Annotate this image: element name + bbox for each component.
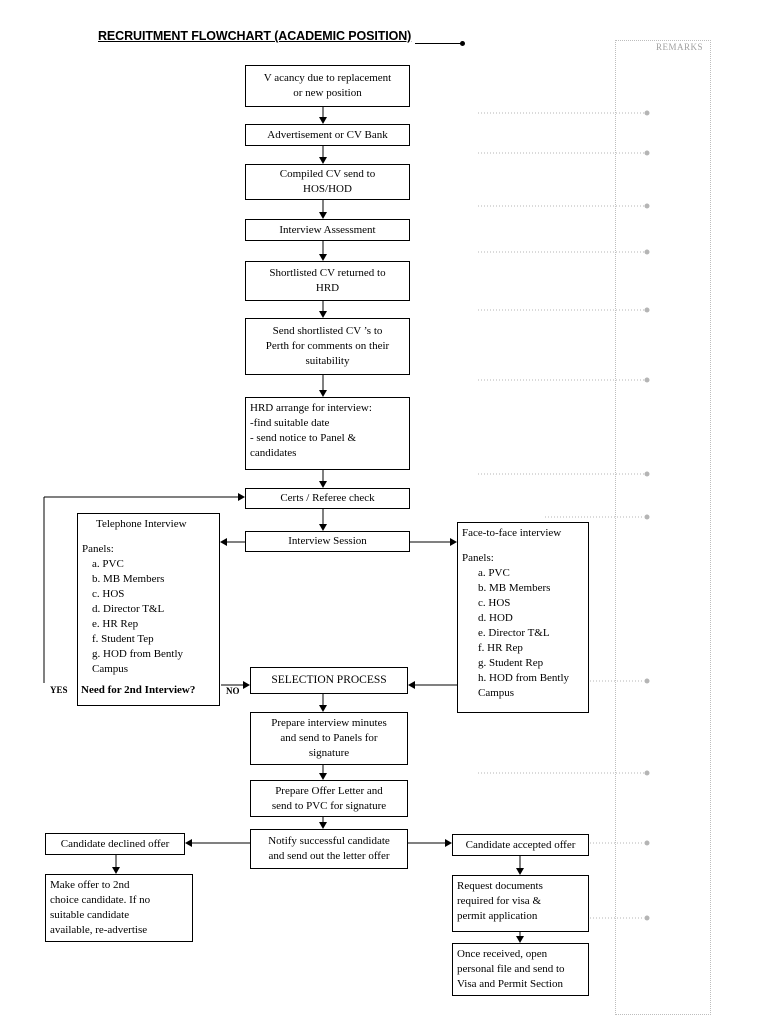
telephone-panel-member: g. HOD from Bently Campus xyxy=(92,648,184,675)
step-interview-assessment: Interview Assessment xyxy=(245,219,410,241)
step-send-shortlisted: Send shortlisted CV ’s to Perth for comm… xyxy=(245,318,410,375)
step-declined: Candidate declined offer xyxy=(45,833,185,855)
telephone-interview-box: Telephone Interview Panels: a. PVC b. MB… xyxy=(77,513,220,706)
face-to-face-interview-box: Face-to-face interview Panels: a. PVC b.… xyxy=(457,522,589,713)
remark-dot xyxy=(644,377,650,383)
step-certs-check: Certs / Referee check xyxy=(245,488,410,509)
telephone-panel-member: a. PVC xyxy=(92,558,124,570)
face-to-face-panel-member: d. HOD xyxy=(478,612,513,624)
face-to-face-panel-member: h. HOD from Bently Campus xyxy=(478,672,570,699)
remark-dot xyxy=(644,678,650,684)
arrow-head xyxy=(238,493,245,501)
arrow-head xyxy=(319,705,327,712)
step-vacancy: V acancy due to replacement or new posit… xyxy=(245,65,410,107)
arrow-head xyxy=(319,481,327,488)
step-request-documents: Request documents required for visa & pe… xyxy=(452,875,589,932)
arrow-head xyxy=(112,867,120,874)
step-advertisement: Advertisement or CV Bank xyxy=(245,124,410,146)
face-to-face-panel-member: e. Director T&L xyxy=(478,627,550,639)
title-dot xyxy=(460,41,465,46)
arrow-head xyxy=(319,311,327,318)
remarks-label: REMARKS xyxy=(656,42,704,52)
telephone-panel-member: c. HOS xyxy=(92,588,125,600)
face-to-face-panels-label: Panels: xyxy=(462,552,494,564)
arrow-head xyxy=(220,538,227,546)
arrow-head xyxy=(319,157,327,164)
remarks-column xyxy=(615,40,711,1015)
page-title: RECRUITMENT FLOWCHART (ACADEMIC POSITION… xyxy=(98,29,412,43)
title-underline-extension xyxy=(415,43,463,44)
remark-dot xyxy=(644,249,650,255)
face-to-face-panel-member: c. HOS xyxy=(478,597,511,609)
step-interview-session: Interview Session xyxy=(245,531,410,552)
step-shortlisted-returned: Shortlisted CV returned to HRD xyxy=(245,261,410,301)
step-declined-next: Make offer to 2nd choice candidate. If n… xyxy=(45,874,193,942)
decision-yes-label: YES xyxy=(50,685,68,695)
step-notify-candidate: Notify successful candidate and send out… xyxy=(250,829,408,869)
telephone-panel-member: e. HR Rep xyxy=(92,618,139,630)
step-accepted: Candidate accepted offer xyxy=(452,834,589,856)
arrow-head xyxy=(319,390,327,397)
arrow-head xyxy=(319,212,327,219)
face-to-face-panel-list: a. PVC b. MB Members c. HOS d. HOD e. Di… xyxy=(462,566,584,701)
face-to-face-panels: Panels: a. PVC b. MB Members c. HOS d. H… xyxy=(462,551,584,701)
step-hrd-arrange: HRD arrange for interview: -find suitabl… xyxy=(245,397,410,470)
step-prepare-minutes: Prepare interview minutes and send to Pa… xyxy=(250,712,408,765)
remark-dot xyxy=(644,840,650,846)
step-prepare-offer: Prepare Offer Letter and send to PVC for… xyxy=(250,780,408,817)
remark-dot xyxy=(644,307,650,313)
arrow-head xyxy=(243,681,250,689)
face-to-face-panel-member: b. MB Members xyxy=(478,582,551,594)
arrow-head xyxy=(516,868,524,875)
face-to-face-panel-member: g. Student Rep xyxy=(478,657,544,669)
step-compiled-cv: Compiled CV send to HOS/HOD xyxy=(245,164,410,200)
arrow-head xyxy=(408,681,415,689)
arrow-head xyxy=(445,839,452,847)
telephone-panels: Panels: a. PVC b. MB Members c. HOS d. D… xyxy=(82,542,215,677)
arrow-head xyxy=(319,524,327,531)
telephone-panel-member: d. Director T&L xyxy=(92,603,165,615)
telephone-panel-member: f. Student Tep xyxy=(92,633,154,645)
remark-dot xyxy=(644,110,650,116)
decision-question: Need for 2nd Interview? xyxy=(81,684,196,696)
arrow-head xyxy=(185,839,192,847)
arrow-head xyxy=(516,936,524,943)
face-to-face-panel-member: a. PVC xyxy=(478,567,510,579)
step-selection-process: SELECTION PROCESS xyxy=(250,667,408,694)
telephone-panel-list: a. PVC b. MB Members c. HOS d. Director … xyxy=(82,557,215,677)
remark-dot xyxy=(644,203,650,209)
arrow-head xyxy=(319,254,327,261)
face-to-face-panel-member: f. HR Rep xyxy=(478,642,523,654)
telephone-panel-member: b. MB Members xyxy=(92,573,165,585)
remark-dot xyxy=(644,471,650,477)
remark-dot xyxy=(644,915,650,921)
telephone-interview-title: Telephone Interview xyxy=(96,518,187,530)
telephone-panels-label: Panels: xyxy=(82,543,114,555)
arrow-head xyxy=(319,773,327,780)
arrow-head xyxy=(450,538,457,546)
decision-no-label: NO xyxy=(226,686,240,696)
remark-dot xyxy=(644,770,650,776)
arrow-head xyxy=(319,822,327,829)
arrow-head xyxy=(319,117,327,124)
step-open-file: Once received, open personal file and se… xyxy=(452,943,589,996)
remark-dot xyxy=(644,150,650,156)
face-to-face-interview-title: Face-to-face interview xyxy=(462,527,562,539)
remark-dot xyxy=(644,514,650,520)
